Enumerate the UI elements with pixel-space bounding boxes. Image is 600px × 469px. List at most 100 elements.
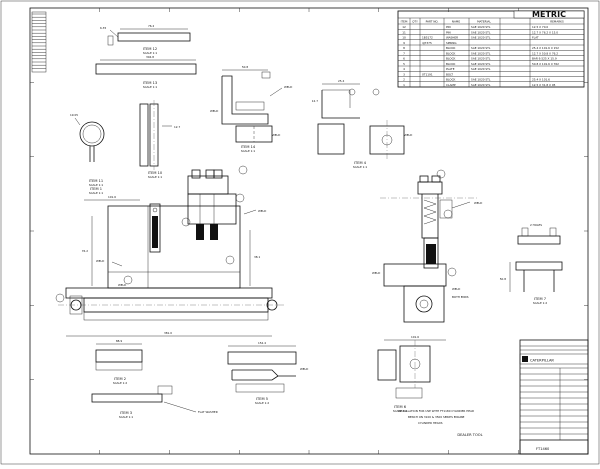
item12-label: ITEM 12 <box>143 47 157 51</box>
flat-washer-label: FLAT WASHER <box>198 410 218 414</box>
item11-dim: 19.05 <box>70 113 78 117</box>
item3-scale: SCALE 1:1 <box>119 415 134 419</box>
note-line-2: BENCH ON 3100 & 3500 SERIES ENGINE <box>408 415 465 419</box>
bom-cell-name: PLATE <box>446 67 455 71</box>
clamp-block-views: 25.4 12.7 WELD ITEM 4 SCALE 1:1 <box>312 79 412 169</box>
item7-label: ITEM 7 <box>534 297 546 301</box>
zone-ticks <box>30 8 588 454</box>
side-width-dim: 101.6 <box>411 335 419 339</box>
bom-cell-item: 4 <box>403 67 405 71</box>
bom-cell-name: BLOCK <box>446 62 456 66</box>
item14-weld-right: WELD <box>272 133 280 137</box>
item13-dim: 304.8 <box>146 55 154 59</box>
company-name: CATERPILLAR <box>530 359 554 363</box>
bom-cell-material: SAE 1020 STL <box>471 36 491 40</box>
bom-cell-name: CLAMP <box>446 83 456 87</box>
bom-cell-remarks: FLAT <box>532 36 539 40</box>
item1-scale: SCALE 1:1 <box>89 191 104 195</box>
bom-header-qty: QTY <box>412 20 418 24</box>
side-both-ends: BOTH ENDS <box>452 295 469 299</box>
bom-cell-item: 10 <box>402 36 406 40</box>
assembly-weld-3: WELD <box>118 283 126 287</box>
bom-cell-part: 0T1191 <box>422 72 433 76</box>
bom-cell-name: BLOCK <box>446 46 456 50</box>
item12-callout: 6.35 <box>100 26 106 30</box>
item13-label: ITEM 13 <box>143 81 157 85</box>
bom-header-material: MATERIAL <box>477 20 491 24</box>
bom-cell-item: 12 <box>402 25 406 29</box>
bom-cell-part: 4J7375 <box>422 41 432 45</box>
bom-cell-remarks: 25.4 X 101.6 X 152 <box>532 46 559 50</box>
item7-dim: 50.8 <box>500 277 506 281</box>
item6-scale: SCALE 1:2 <box>393 409 408 413</box>
notes-block: INSTALLATION FOR USE WITH FT1180 CYLINDE… <box>398 409 483 437</box>
assembly-height-dim: 76.2 <box>82 249 88 253</box>
item4-label: ITEM 4 <box>354 161 367 165</box>
assembly-height-dim-right: 38.1 <box>254 255 260 259</box>
note-line-3: CYLINDER HEADS <box>418 421 443 425</box>
item2-label: ITEM 2 <box>114 377 126 381</box>
bom-cell-item: 7 <box>403 51 405 55</box>
assembly-top-dim: 101.6 <box>108 195 116 199</box>
item2-scale: SCALE 1:2 <box>113 381 128 385</box>
bom-cell-remarks: 12.5 X 31.8 X 95 <box>532 83 556 87</box>
bom-cell-item: 8 <box>403 46 405 50</box>
bom-cell-material: SAE 1020 STL <box>471 30 491 34</box>
item4-scale: SCALE 1:1 <box>353 165 368 169</box>
item14-weld: WELD <box>284 85 292 89</box>
side-weld-2: WELD <box>372 271 380 275</box>
item13-scale: SCALE 1:1 <box>143 85 158 89</box>
bom-header-item: ITEM <box>400 20 407 24</box>
item10-dim: 12.7 <box>174 125 180 129</box>
assembly-length-dim: 381.0 <box>164 331 172 335</box>
revision-box <box>31 11 47 73</box>
dealer-tool-label: DEALER TOOL <box>457 433 482 437</box>
item11-scale: SCALE 1:1 <box>89 183 104 187</box>
item11-view: 19.05 ITEM 11 SCALE 1:1 <box>70 113 105 187</box>
note-line-1: INSTALLATION FOR USE WITH FT1180 CYLINDE… <box>398 409 474 413</box>
assembly-weld-1: WELD <box>258 209 266 213</box>
bom-cell-name: PIN <box>446 25 451 29</box>
item10-scale: SCALE 1:1 <box>148 175 163 179</box>
item14-dim: 50.8 <box>242 65 248 69</box>
item11-label: ITEM 11 <box>89 179 103 183</box>
clamp-weld: WELD <box>404 133 412 137</box>
metric-label: METRIC <box>532 10 566 19</box>
bom-cell-material: SAE 1020 STL <box>471 83 491 87</box>
bom-cell-material: SAE 1020 STL <box>471 46 491 50</box>
item7-scale: SCALE 1:2 <box>533 301 548 305</box>
bom-cell-material: SAE 1020 STL <box>471 67 491 71</box>
item7-view: 2 HOLES 50.8 ITEM 7 SCALE 1:2 <box>500 223 563 305</box>
item1-label: ITEM 1 <box>90 187 102 191</box>
bom-cell-name: SPRING <box>446 41 457 45</box>
bom-header-remarks: REMARKS <box>550 20 564 24</box>
bom-cell-name: PIN <box>446 30 451 34</box>
side-weld-1: WELD <box>474 201 482 205</box>
bom-cell-material: SAE 1020 STL <box>471 25 491 29</box>
bom-cell-item: 2 <box>403 78 405 82</box>
item5-weld: WELD <box>300 367 308 371</box>
bom-cell-item: 11 <box>402 30 406 34</box>
item12-dim: 76.2 <box>148 24 154 28</box>
bom-cell-remarks: 50.8 X 101.6 X 762 <box>532 62 559 66</box>
bom-cell-remarks: 12.7 X 50.8 X 76.2 <box>532 51 558 55</box>
bom-cell-name: BLOCK <box>446 78 456 82</box>
bom-cell-material: SAE 1020 STL <box>471 78 491 82</box>
drawing-border <box>29 7 589 455</box>
bom-cell-material: SAE 1020 STL <box>471 57 491 61</box>
item2-dim: 88.9 <box>116 339 122 343</box>
item2-view: 88.9 ITEM 2 SCALE 1:2 <box>95 339 143 385</box>
bom-cell-item: 9 <box>403 41 405 45</box>
item14-view: 50.8 WELD WELD WELD ITEM 14 SCALE 1:1 <box>210 65 292 153</box>
bom-cell-name: BLOCK <box>446 57 456 61</box>
side-weld-3: WELD <box>452 287 460 291</box>
bom-cell-item: 1 <box>403 83 405 87</box>
item6-view: ITEM 6 SCALE 1:2 <box>377 340 431 413</box>
bom-cell-material: SAE 1020 STL <box>471 62 491 66</box>
item10-label: ITEM 10 <box>148 171 163 175</box>
item5-view: 152.4 WELD ITEM 5 SCALE 1:2 <box>227 341 308 405</box>
